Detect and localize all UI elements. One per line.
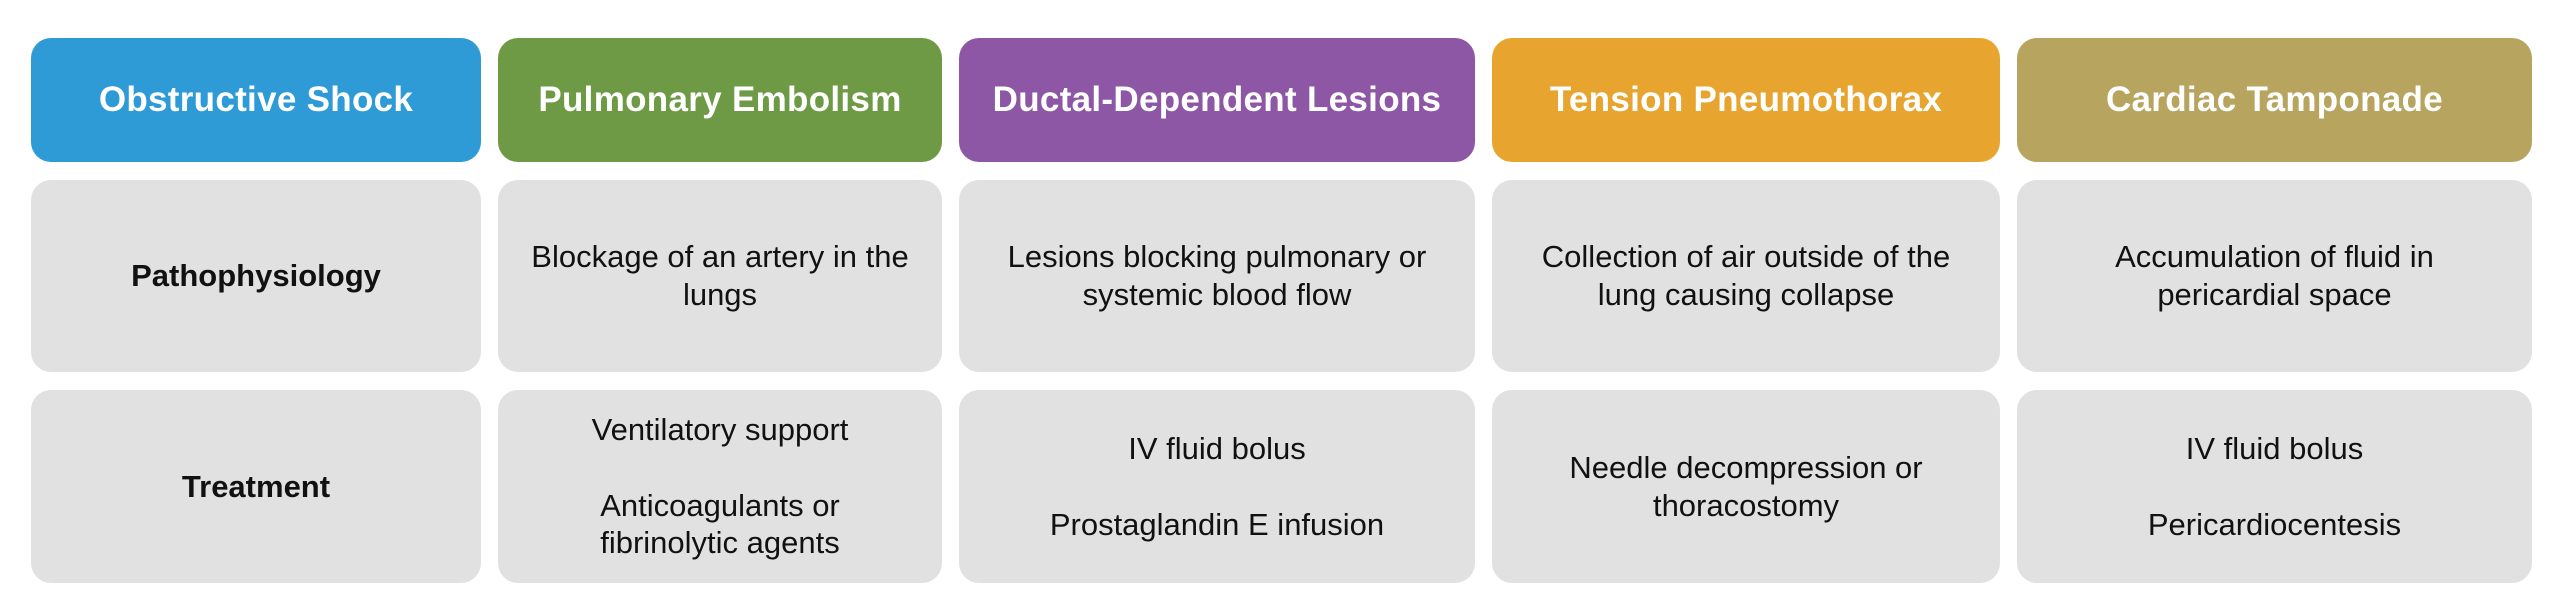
header-pulmonary-embolism: Pulmonary Embolism [498, 38, 942, 162]
cell-treatment-ductal-dependent-lesions: IV fluid bolus Prostaglandin E infusion [959, 390, 1475, 583]
header-ductal-dependent-lesions: Ductal-Dependent Lesions [959, 38, 1475, 162]
cell-text: Prostaglandin E infusion [1049, 506, 1385, 542]
row-label-pathophysiology-text: Pathophysiology [131, 258, 381, 294]
cell-text: Ventilatory support [591, 411, 849, 447]
cell-treatment-cardiac-tamponade: IV fluid bolus Pericardiocentesis [2017, 390, 2532, 583]
cell-treatment-tension-pneumothorax: Needle decompression or thoracostomy [1492, 390, 2000, 583]
header-obstructive-shock: Obstructive Shock [31, 38, 481, 162]
cell-text: IV fluid bolus [2185, 430, 2364, 466]
header-tension-pneumothorax-label: Tension Pneumothorax [1549, 80, 1943, 119]
cell-text: Anticoagulants or fibrinolytic agents [600, 487, 840, 561]
cell-pathophysiology-pulmonary-embolism: Blockage of an artery in the lungs [498, 180, 942, 372]
comparison-table: Obstructive Shock Pulmonary Embolism Duc… [31, 38, 2532, 583]
header-obstructive-shock-label: Obstructive Shock [98, 80, 414, 119]
row-label-treatment-text: Treatment [181, 468, 331, 504]
cell-pathophysiology-tension-pneumothorax: Collection of air outside of the lung ca… [1492, 180, 2000, 372]
cell-pathophysiology-cardiac-tamponade: Accumulation of fluid in pericardial spa… [2017, 180, 2532, 372]
header-cardiac-tamponade-label: Cardiac Tamponade [2105, 80, 2444, 119]
cell-text: Lesions blocking pulmonary or systemic b… [1007, 239, 1427, 312]
cell-text: Collection of air outside of the lung ca… [1541, 239, 1951, 312]
header-cardiac-tamponade: Cardiac Tamponade [2017, 38, 2532, 162]
cell-pathophysiology-ductal-dependent-lesions: Lesions blocking pulmonary or systemic b… [959, 180, 1475, 372]
cell-text: Needle decompression or thoracostomy [1569, 449, 1923, 523]
header-ductal-dependent-lesions-label: Ductal-Dependent Lesions [992, 80, 1442, 119]
header-pulmonary-embolism-label: Pulmonary Embolism [538, 80, 902, 119]
cell-text: Blockage of an artery in the lungs [531, 239, 909, 312]
cell-text: IV fluid bolus [1128, 430, 1306, 466]
header-tension-pneumothorax: Tension Pneumothorax [1492, 38, 2000, 162]
row-label-pathophysiology: Pathophysiology [31, 180, 481, 372]
row-label-treatment: Treatment [31, 390, 481, 583]
cell-treatment-pulmonary-embolism: Ventilatory support Anticoagulants or fi… [498, 390, 942, 583]
cell-text: Accumulation of fluid in pericardial spa… [2115, 239, 2434, 312]
cell-text: Pericardiocentesis [2147, 506, 2402, 542]
